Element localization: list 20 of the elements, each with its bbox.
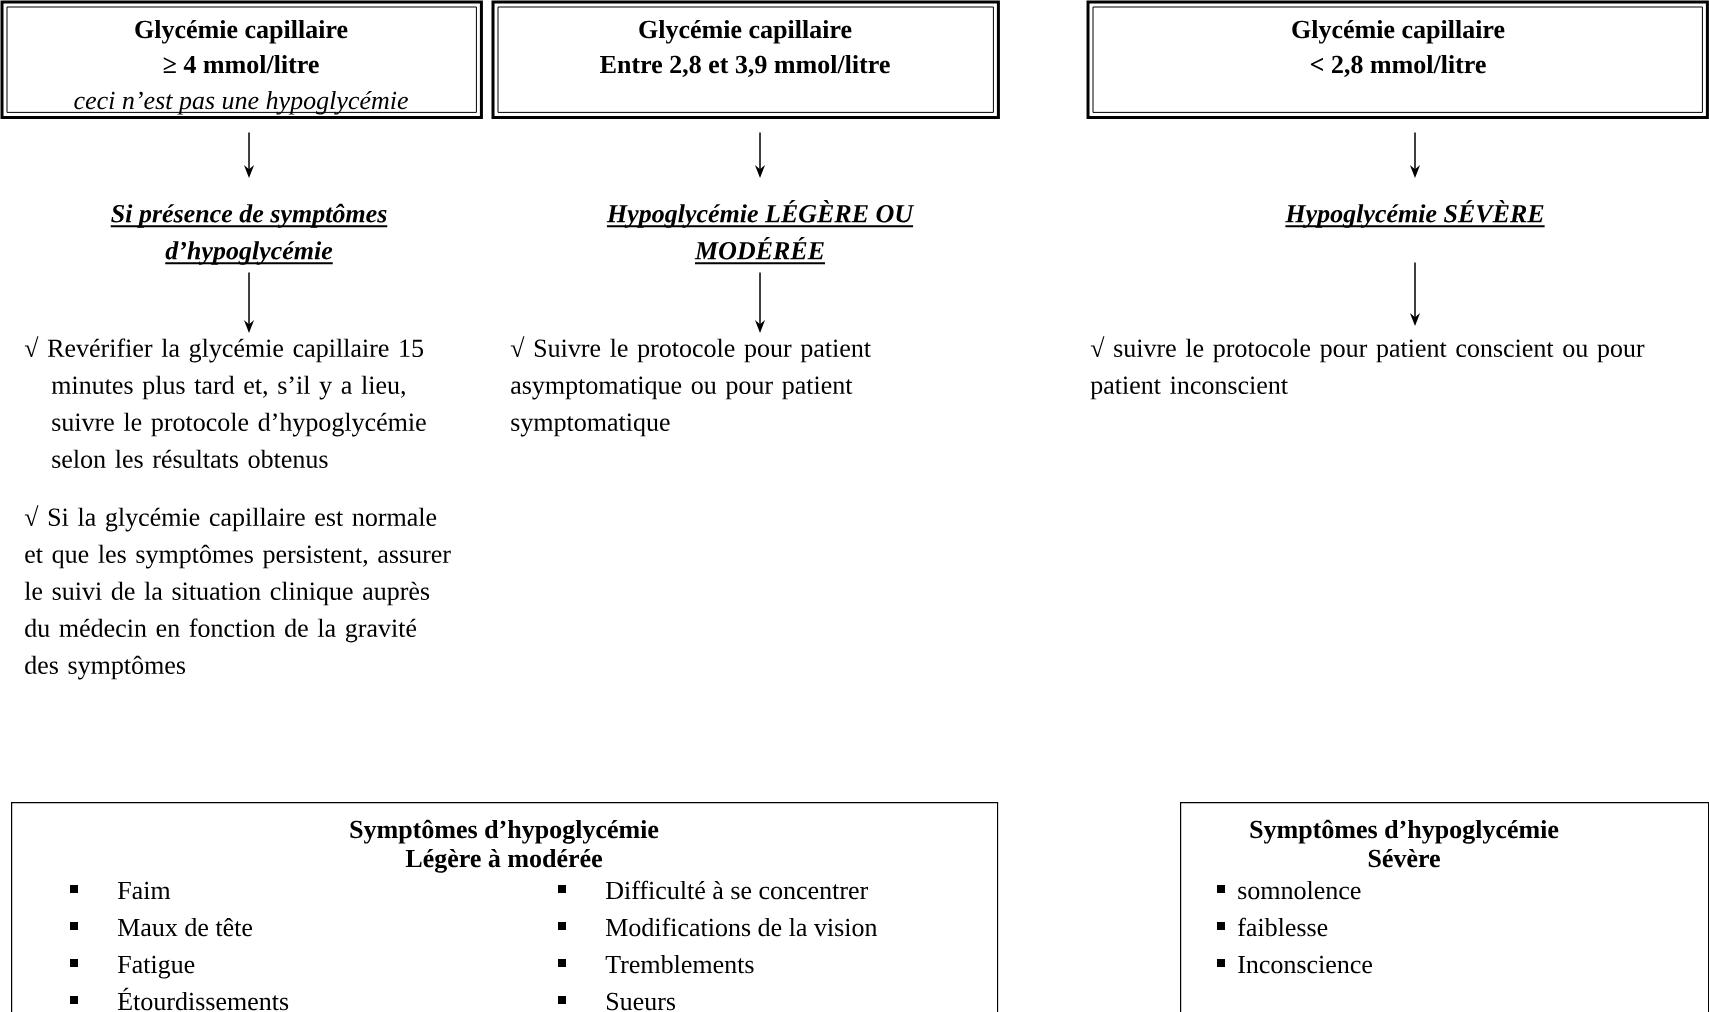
list-item: Sueurs [558, 992, 676, 1011]
underlined-heading: Si présence de symptômes d’hypoglycémie [109, 203, 389, 265]
list-item: Faim [70, 881, 171, 900]
underlined-heading: Hypoglycémie SÉVÈRE [1284, 199, 1546, 228]
checklist-text: √ Suivre le protocole pour patient asymptomatique ou pour patient symptomatique [510, 336, 871, 437]
condition-box: Glycémie capillaire < 2,8 mmol/litre [1086, 0, 1709, 119]
list-item: Modifications de la vision [558, 917, 878, 937]
underlined-heading: Hypoglycémie LÉGÈRE OU MODÉRÉE [605, 199, 915, 265]
checklist-text: √ Revérifier la glycémie capillaire 15 minutes plus tard et, s’il y a lieu, suivre le protocole d’hypoglycémie selon les résultats obtenus √ Si la glycémie capillaire est normale et que les symptômes persistent, assurer le suivi de la situation clinique auprès du médecin en fonction de la gravité des symptômes [24, 336, 451, 680]
list-item: Inconscience [1217, 955, 1372, 974]
list-item: Difficulté à se concentrer [558, 880, 868, 900]
condition-box: Glycémie capillaire ≥ 4 mmol/litre ceci n’est pas une hypoglycémie [0, 0, 483, 119]
list-item: Fatigue [70, 955, 195, 979]
condition-box: Glycémie capillaire Entre 2,8 et 3,9 mmol/litre [491, 0, 1000, 119]
list-item: Étourdissements [70, 987, 289, 1011]
list-item: somnolence [1217, 880, 1361, 900]
checklist-text: √ suivre le protocole pour patient conscient ou pour patient inconscient [1090, 336, 1645, 400]
list-item: Tremblements [558, 954, 754, 974]
list-item: Maux de tête [70, 917, 253, 937]
list-item: faiblesse [1217, 917, 1328, 937]
